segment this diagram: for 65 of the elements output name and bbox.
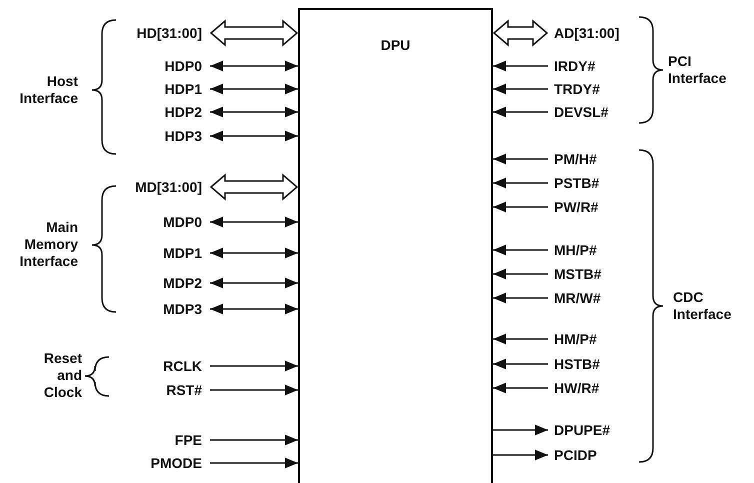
signal-name: MDP1 xyxy=(163,244,210,262)
signal-arrow xyxy=(493,244,548,256)
signal-name: HDP0 xyxy=(164,57,210,75)
signal-name: RST# xyxy=(166,381,210,399)
group-label: PCI Interface xyxy=(668,53,728,87)
group-label: Reset and Clock xyxy=(42,350,82,401)
signal-name: MDP3 xyxy=(163,300,210,318)
signal-arrow xyxy=(493,358,548,370)
chip-block xyxy=(298,8,493,483)
signal-name: HSTB# xyxy=(548,355,600,373)
signal-name: HW/R# xyxy=(548,379,600,397)
bus-arrow xyxy=(492,19,548,47)
signal-arrow xyxy=(210,84,298,94)
signal-name: HD[31:00] xyxy=(136,24,210,42)
signal-arrow xyxy=(493,450,548,460)
signal-arrow xyxy=(493,106,548,118)
signal-arrow xyxy=(493,424,548,436)
signal-arrow xyxy=(210,106,298,118)
signal-name: PMODE xyxy=(150,454,210,472)
signal-arrow xyxy=(210,216,298,228)
signal-name: HDP3 xyxy=(164,127,210,145)
signal-arrow xyxy=(210,60,298,72)
signal-name: PCIDP xyxy=(548,446,597,464)
signal-name: PSTB# xyxy=(548,174,600,192)
signal-name: HDP1 xyxy=(164,80,210,98)
signal-arrow xyxy=(493,268,548,280)
signal-arrow xyxy=(493,60,548,72)
signal-name: FPE xyxy=(174,431,210,449)
signal-arrow xyxy=(210,458,298,468)
signal-name: TRDY# xyxy=(548,80,600,98)
bus-arrow xyxy=(210,19,298,47)
signal-name: PW/R# xyxy=(548,198,598,216)
signal-name: MDP2 xyxy=(163,274,210,292)
signal-name: HDP2 xyxy=(164,103,210,121)
signal-arrow xyxy=(210,384,298,396)
signal-name: DEVSL# xyxy=(548,103,608,121)
signal-name: MSTB# xyxy=(548,265,602,283)
signal-name: PM/H# xyxy=(548,150,597,168)
signal-arrow xyxy=(210,278,298,288)
signal-arrow xyxy=(493,334,548,344)
signal-arrow xyxy=(493,154,548,164)
signal-arrow xyxy=(493,178,548,188)
group-label: CDC Interface xyxy=(673,289,732,323)
signal-name: IRDY# xyxy=(548,57,596,75)
signal-arrow xyxy=(210,304,298,314)
signal-arrow xyxy=(493,382,548,394)
signal-arrow xyxy=(493,292,548,304)
bus-arrow xyxy=(210,173,298,201)
signal-arrow xyxy=(210,360,298,372)
signal-name: RCLK xyxy=(163,357,210,375)
signal-name: MDP0 xyxy=(163,213,210,231)
signal-arrow xyxy=(493,84,548,94)
group-label: Host Interface xyxy=(18,73,78,107)
signal-name: MH/P# xyxy=(548,241,597,259)
signal-name: AD[31:00] xyxy=(548,24,620,42)
signal-name: MR/W# xyxy=(548,289,601,307)
signal-arrow xyxy=(210,434,298,446)
signal-name: MD[31:00] xyxy=(135,178,210,196)
signal-name: HM/P# xyxy=(548,330,597,348)
signal-arrow xyxy=(493,202,548,212)
group-label: Main Memory Interface xyxy=(18,219,78,270)
signal-name: DPUPE# xyxy=(548,421,610,439)
chip-name: DPU xyxy=(380,36,412,54)
signal-arrow xyxy=(210,248,298,258)
signal-arrow xyxy=(210,130,298,142)
